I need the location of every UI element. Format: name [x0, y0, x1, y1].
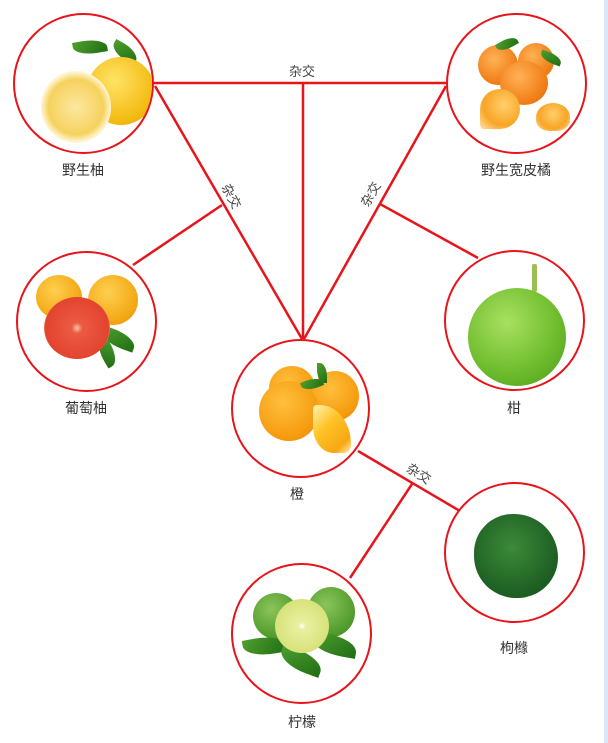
node-citron [444, 482, 585, 623]
edge-to-tangerine [379, 202, 479, 260]
mandarin-segment-icon [480, 89, 520, 129]
node-label-wild-pomelo: 野生柚 [62, 163, 104, 179]
node-label-wild-mandarin: 野生宽皮橘 [481, 163, 551, 179]
edge-label-top: 杂交 [288, 65, 317, 80]
node-wild-pomelo [13, 13, 154, 154]
node-label-tangerine: 柑 [507, 401, 521, 417]
node-label-citron: 枸橼 [500, 641, 528, 657]
node-grapefruit [16, 251, 157, 392]
mandarin-segment-icon [536, 103, 570, 131]
edge-pomelo-orange [153, 85, 304, 340]
leaf-icon [72, 37, 108, 57]
node-orange [231, 339, 370, 478]
node-wild-mandarin [446, 13, 587, 154]
edge-mandarin-orange [302, 85, 448, 340]
edge-orange-citron [357, 449, 466, 516]
edge-to-grapefruit [132, 203, 223, 267]
node-label-grapefruit: 葡萄柚 [65, 401, 107, 417]
node-label-lemon: 柠檬 [288, 715, 316, 731]
edge-to-lemon [348, 483, 414, 579]
leaf-icon [317, 363, 327, 383]
node-lemon [231, 563, 372, 704]
tangerine-icon [468, 288, 566, 386]
page-edge [604, 0, 608, 743]
grapefruit-half-icon [44, 297, 110, 359]
node-tangerine [444, 250, 585, 391]
citron-icon [474, 514, 558, 598]
stem-icon [532, 264, 537, 292]
lime-half-icon [275, 599, 329, 653]
orange-whole-icon [259, 381, 319, 441]
node-label-orange: 橙 [290, 487, 304, 503]
